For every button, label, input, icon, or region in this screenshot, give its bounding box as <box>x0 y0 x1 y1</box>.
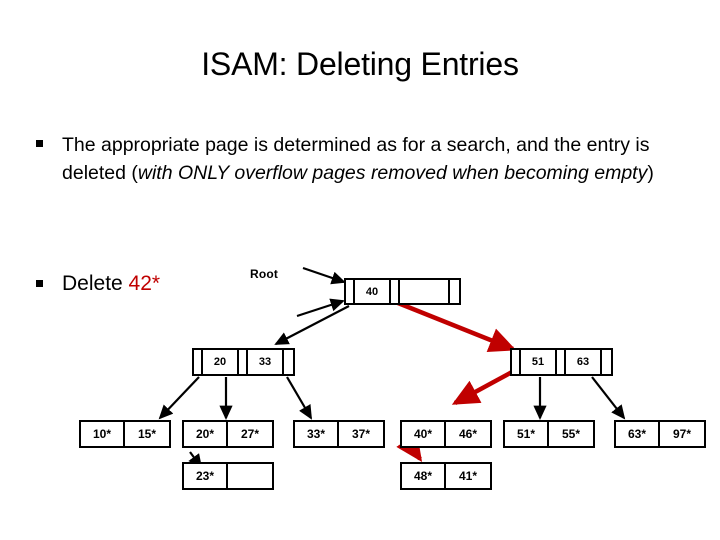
delete-value: 42* <box>128 272 161 295</box>
leaf-5-entry-1: 55* <box>561 427 581 441</box>
leaf-1-entry-1: 15* <box>137 427 157 441</box>
leaf-6-entry-1: 97* <box>672 427 692 441</box>
square-bullet-icon <box>36 280 43 287</box>
index-left-cell-2 <box>239 350 248 374</box>
bullet-text-tail: ) <box>647 162 654 184</box>
bullet-text-plain: The appropriate page is determined as fo… <box>62 134 650 184</box>
leaf-6[interactable]: 63* 97* <box>614 420 706 448</box>
leaf-5-entry-0: 51* <box>505 422 549 446</box>
leaf-4-entry-1: 46* <box>458 427 478 441</box>
root-caption: Root <box>250 267 279 281</box>
arrow-left-index-to-leaf-3 <box>286 376 313 420</box>
index-left-cell-0 <box>194 350 203 374</box>
root-cell-2 <box>391 280 400 303</box>
leaf-5[interactable]: 51* 55* <box>503 420 595 448</box>
leaf-3-entry-0: 33* <box>295 422 339 446</box>
index-left-cell-4 <box>284 350 293 374</box>
index-right-cell-1: 51 <box>521 350 557 374</box>
arrow-root-to-left-index <box>274 305 350 345</box>
root-cell-1: 40 <box>355 280 391 303</box>
bullet-text-italic: with ONLY overflow pages removed when be… <box>137 162 648 184</box>
index-node-right[interactable]: 51 63 <box>510 348 613 376</box>
arrow-into-root <box>296 298 345 318</box>
overflow-1-entry-0: 23* <box>184 464 228 488</box>
overflow-page-1[interactable]: 23* <box>182 462 274 490</box>
index-node-left[interactable]: 20 33 <box>192 348 295 376</box>
overflow-2-entry-0: 48* <box>402 464 446 488</box>
leaf-6-entry-0: 63* <box>616 422 660 446</box>
index-right-cell-0 <box>512 350 521 374</box>
leaf-3-entry-1: 37* <box>351 427 371 441</box>
bullet-list: The appropriate page is determined as fo… <box>30 131 710 187</box>
overflow-page-2[interactable]: 48* 41* <box>400 462 492 490</box>
leaf-2[interactable]: 20* 27* <box>182 420 274 448</box>
index-right-cell-2 <box>557 350 566 374</box>
index-left-cell-1: 20 <box>203 350 239 374</box>
leaf-3[interactable]: 33* 37* <box>293 420 385 448</box>
index-right-cell-3: 63 <box>566 350 602 374</box>
index-right-cell-4 <box>602 350 611 374</box>
leaf-4[interactable]: 40* 46* <box>400 420 492 448</box>
arrow-left-index-to-leaf-1 <box>158 376 200 420</box>
root-cell-0 <box>346 280 355 303</box>
arrow-right-index-to-leaf-6 <box>591 376 626 420</box>
overflow-1-entry-1 <box>228 464 272 488</box>
root-node[interactable]: 40 <box>344 278 461 305</box>
root-cell-4 <box>450 280 459 303</box>
leaf-4-entry-0: 40* <box>402 422 446 446</box>
root-cell-3 <box>400 280 450 303</box>
delete-label: Delete <box>62 272 123 295</box>
page-title: ISAM: Deleting Entries <box>201 46 519 82</box>
leaf-1[interactable]: 10* 15* <box>79 420 171 448</box>
index-left-cell-3: 33 <box>248 350 284 374</box>
bullet-item-1: The appropriate page is determined as fo… <box>30 131 710 187</box>
delete-statement: Delete 42* <box>30 270 402 298</box>
square-bullet-icon <box>36 140 43 147</box>
leaf-2-entry-0: 20* <box>184 422 228 446</box>
leaf-1-entry-0: 10* <box>81 422 125 446</box>
leaf-2-entry-1: 27* <box>240 427 260 441</box>
red-arrow-root-to-right-index <box>387 296 517 353</box>
overflow-2-entry-1: 41* <box>458 469 478 483</box>
red-arrow-right-index-to-leaf4 <box>451 370 514 405</box>
